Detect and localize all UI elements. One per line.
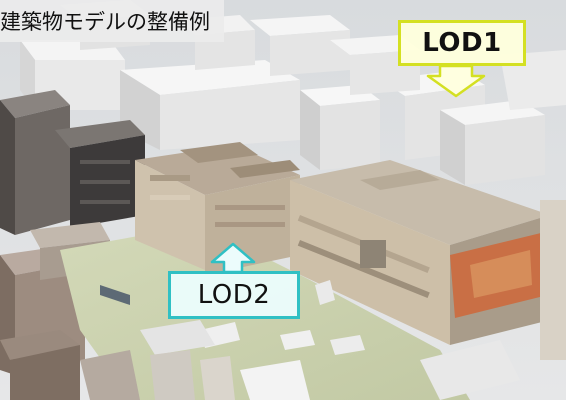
lod2-label: LOD2 xyxy=(168,271,300,319)
plaza-details xyxy=(80,280,520,400)
lod1-label: LOD1 xyxy=(398,20,526,66)
caption-title: 建築物モデルの整備例 xyxy=(0,0,224,42)
lod1-arrow xyxy=(426,64,486,98)
lod2-arrow xyxy=(210,242,256,274)
lod2-building-right xyxy=(290,160,566,360)
